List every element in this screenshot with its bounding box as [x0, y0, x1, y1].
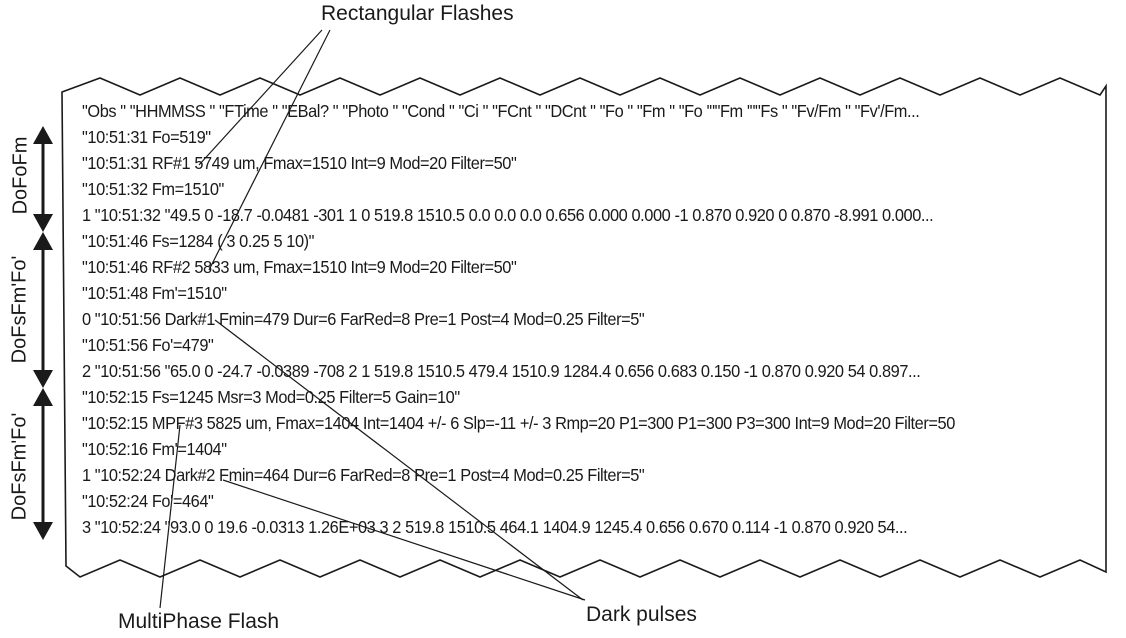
leader-dark2 [222, 479, 586, 601]
log-line: "10:51:31 Fo=519" [82, 127, 211, 147]
leader-rf2 [208, 29, 331, 271]
leader-mpf [159, 424, 181, 609]
paper-outline [61, 77, 1107, 578]
log-line: 3 "10:52:24 "93.0 0 19.6 -0.0313 1.26E+0… [82, 517, 908, 537]
bracket-dofofm [33, 126, 53, 232]
log-line: "10:51:56 Fo'=479" [82, 335, 214, 355]
bracket-dofsfm-fo-1 [33, 232, 53, 388]
leader-lines [159, 29, 586, 609]
log-line: "10:51:31 RF#1 5749 um, Fmax=1510 Int=9 … [82, 153, 517, 173]
log-line: "10:51:46 Fs=1284 ( 3 0.25 5 10)" [82, 231, 315, 251]
bracket-dofsfm-fo-2 [33, 388, 53, 540]
log-line: "10:52:15 Fs=1245 Msr=3 Mod=0.25 Filter=… [82, 387, 460, 407]
log-line: "10:52:16 Fm'=1404" [82, 439, 227, 459]
log-line: 2 "10:51:56 "65.0 0 -24.7 -0.0389 -708 2… [82, 361, 921, 381]
leader-rf1 [198, 29, 323, 166]
callout-multiphase-flash: MultiPhase Flash [118, 610, 280, 633]
side-label-dofsfm-fo-1: DoFsFm'Fo' [8, 255, 31, 364]
leader-dark1 [214, 319, 584, 601]
log-line: "10:51:48 Fm'=1510" [82, 283, 227, 303]
log-line: 0 "10:51:56 Dark#1 Fmin=479 Dur=6 FarRed… [82, 309, 645, 329]
log-line: 1 "10:51:32 "49.5 0 -18.7 -0.0481 -301 1… [82, 205, 934, 225]
side-label-dofofm: DoFoFm [9, 136, 32, 215]
log-line: "10:52:15 MPF#3 5825 um, Fmax=1404 Int=1… [82, 413, 955, 433]
log-line: "10:51:32 Fm=1510" [82, 179, 224, 199]
log-line: "Obs " "HHMMSS " "FTime " "EBal? " "Phot… [82, 101, 920, 121]
log-line: "10:51:46 RF#2 5833 um, Fmax=1510 Int=9 … [82, 257, 517, 277]
side-label-dofsfm-fo-2: DoFsFm'Fo' [8, 412, 31, 521]
callout-rectangular-flashes: Rectangular Flashes [321, 2, 514, 25]
callout-dark-pulses: Dark pulses [586, 603, 697, 626]
log-line: "10:52:24 Fo'=464" [82, 491, 214, 511]
log-line: 1 "10:52:24 Dark#2 Fmin=464 Dur=6 FarRed… [82, 465, 645, 485]
